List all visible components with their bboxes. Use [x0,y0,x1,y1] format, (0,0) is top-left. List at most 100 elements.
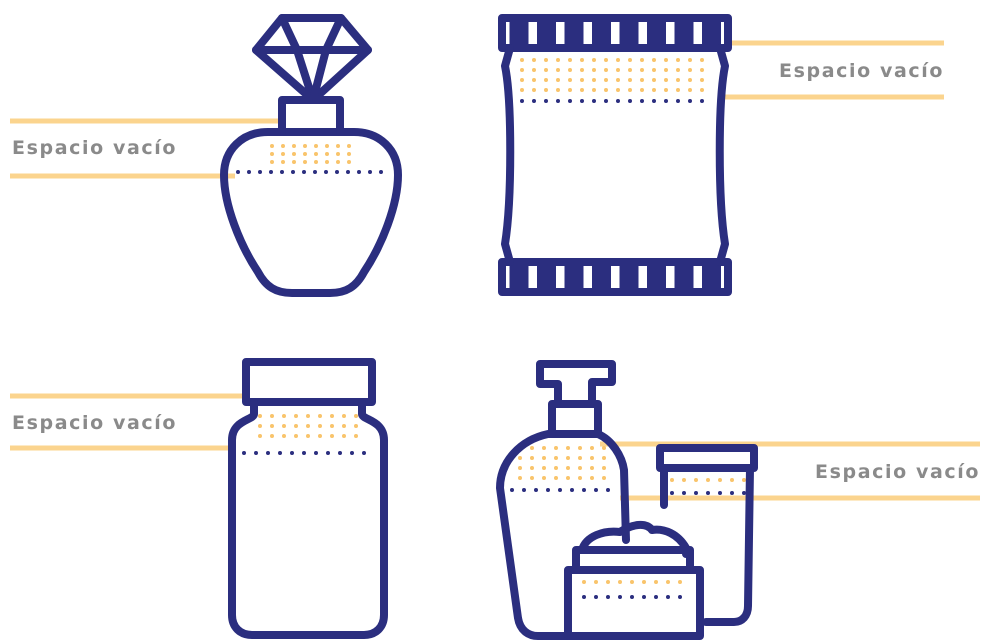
bag-seal-tooth [675,266,693,288]
headspace-dot [606,580,610,584]
headspace-dot [700,68,704,72]
fill-level-dot [302,170,306,174]
fill-level-dot [630,595,634,599]
headspace-dot [347,144,351,148]
bag-seal-tooth [510,22,528,44]
fill-level-dot [616,99,620,103]
headspace-dot [592,58,596,62]
headspace-dot [282,414,286,418]
fill-level-dot [236,170,240,174]
fill-level-dot [242,451,246,455]
fill-level-dot [324,170,328,174]
fill-level-dot [266,451,270,455]
bag-seal-tooth [620,266,638,288]
headspace-dot [532,68,536,72]
headspace-dot [654,580,658,584]
headspace-dot [578,476,582,480]
headspace-dot [258,434,262,438]
fill-level-dot [718,491,722,495]
headspace-dot [666,580,670,584]
headspace-dot [292,160,296,164]
headspace-dot [306,434,310,438]
headspace-dot [336,160,340,164]
headspace-dot [580,68,584,72]
headspace-dot [330,424,334,428]
headspace-dot [554,476,558,480]
headspace-dot [590,456,594,460]
headspace-dot [694,478,698,482]
headspace-dot [688,68,692,72]
headspace-dot [594,580,598,584]
fill-level-dot [556,99,560,103]
fill-level-dot [678,595,682,599]
headspace-dot [664,78,668,82]
headspace-dot [580,58,584,62]
headspace-dot [294,434,298,438]
headspace-dot [314,160,318,164]
jar-icon [232,362,384,635]
headspace-dot [602,446,606,450]
headspace-dot [342,434,346,438]
headspace-dot [718,478,722,482]
fill-level-dot [652,99,656,103]
headspace-dot [325,144,329,148]
fill-level-dot [664,99,668,103]
headspace-dot [628,88,632,92]
headspace-dot [676,68,680,72]
headspace-dot [592,68,596,72]
fill-level-dot [582,595,586,599]
fill-level-dot [558,488,562,492]
headspace-dot [590,446,594,450]
headspace-dot [347,160,351,164]
fill-level-dot [606,595,610,599]
headspace-dot [325,160,329,164]
fill-level-dot [278,451,282,455]
fill-level-dot [368,170,372,174]
headspace-dot [270,152,274,156]
headspace-dot [682,478,686,482]
headspace-dot [336,144,340,148]
bag-seal-tooth [593,266,611,288]
fill-level-dot [280,170,284,174]
headspace-dot [556,68,560,72]
headspace-dot [556,58,560,62]
headspace-dot [520,58,524,62]
headspace-dot [520,88,524,92]
fill-level-dot [580,99,584,103]
headspace-dot [270,424,274,428]
fill-level-dot [592,99,596,103]
headspace-dot [270,160,274,164]
fill-level-dot [570,488,574,492]
fill-level-dot [335,170,339,174]
headspace-dot [314,152,318,156]
headspace-dot [700,58,704,62]
headspace-dot [602,476,606,480]
fill-level-dot [670,491,674,495]
headspace-dot [580,88,584,92]
bag-empty-space-label: Espacio vacío [779,60,944,82]
fill-level-dot [694,491,698,495]
headspace-dot [303,144,307,148]
headspace-dot [554,446,558,450]
bag-seal-tooth [675,22,693,44]
fill-level-dot [346,170,350,174]
headspace-dot [270,144,274,148]
headspace-dot [292,152,296,156]
fill-level-dot [618,595,622,599]
headspace-dot [294,414,298,418]
fill-level-dot [302,451,306,455]
fill-level-dot [338,451,342,455]
headspace-dot [282,434,286,438]
fill-level-dot [258,170,262,174]
headspace-dot [314,144,318,148]
headspace-dot [580,78,584,82]
headspace-dot [688,88,692,92]
fill-level-dot [604,99,608,103]
headspace-dot [306,424,310,428]
headspace-dot [544,68,548,72]
headspace-dot [676,78,680,82]
headspace-dot [742,478,746,482]
cosmetics-empty-space-label: Espacio vacío [815,461,980,483]
headspace-dot [640,78,644,82]
